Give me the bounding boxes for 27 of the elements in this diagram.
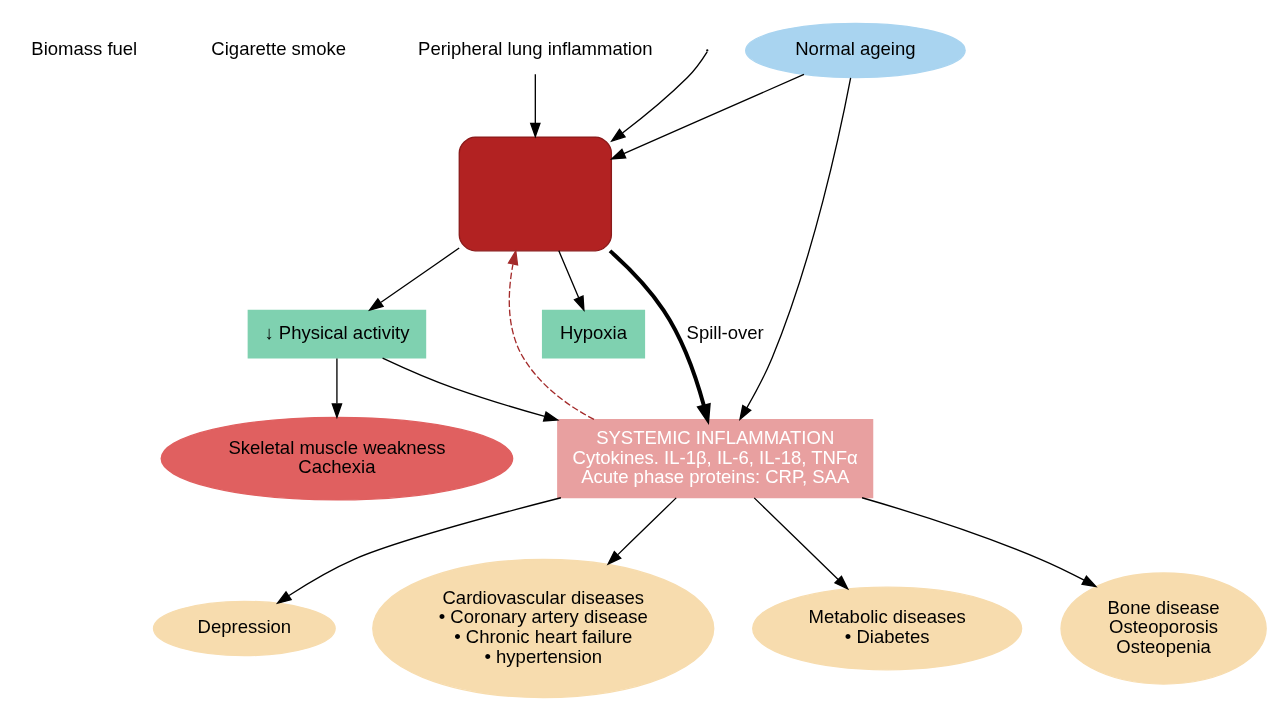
node-box	[458, 135, 613, 251]
arrow	[529, 73, 541, 139]
node-text: Peripheral lung inflammation	[418, 37, 653, 59]
node-text: Biomass fuel	[31, 37, 138, 59]
node-ellipse: Depression	[152, 600, 336, 656]
arrow	[558, 249, 585, 312]
node-box: ↓ Physical activity	[247, 309, 427, 359]
arrow	[275, 496, 562, 604]
arrow	[861, 496, 1098, 587]
arrow	[753, 496, 850, 590]
node-text: Cigarette smoke	[211, 37, 347, 59]
node-box: Hypoxia	[541, 309, 646, 359]
arrow	[367, 246, 460, 311]
node-ellipse: Normal ageing	[745, 22, 966, 78]
node-ellipse: Skeletal muscle weakness Cachexia	[160, 416, 514, 501]
arrow	[606, 496, 677, 565]
node-ellipse: Metabolic diseases • Diabetes	[752, 586, 1023, 670]
arrow	[331, 357, 343, 419]
arrow	[609, 73, 805, 160]
arrow	[381, 356, 560, 422]
arrow	[608, 248, 711, 425]
arrow	[610, 50, 708, 142]
arrow	[507, 248, 595, 420]
arrow	[738, 76, 852, 421]
node-ellipse: Cardiovascular diseases • Coronary artery disease • Chronic heart failure • hypertension	[372, 558, 715, 698]
edge-label: Spill-over	[686, 321, 764, 343]
node-box: SYSTEMIC INFLAMMATION Cytokines. IL-1β, IL-6, IL-18, TNFα Acute phase proteins: CRP, SAA	[557, 418, 874, 498]
